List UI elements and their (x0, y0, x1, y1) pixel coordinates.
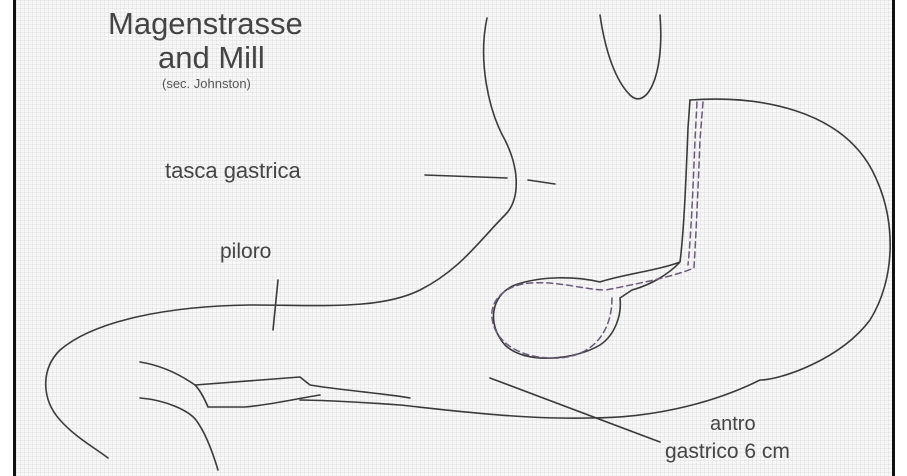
greater-curvature-outline (300, 99, 890, 418)
tasca-leader-line (425, 175, 507, 178)
pyloric-channel-outline (195, 377, 410, 398)
label-piloro: piloro (220, 240, 271, 264)
pouch-dashed-ring (492, 283, 612, 358)
tasca-pointer-line (528, 180, 555, 184)
duodenum-bottom-outline (140, 398, 218, 470)
diagram-subtitle: (sec. Johnston) (162, 76, 251, 91)
staple-line-dashed-left (688, 102, 697, 265)
duodenum-lower-outline (140, 362, 320, 407)
label-antro-line1: antro (710, 413, 756, 436)
label-antro-line2: gastrico 6 cm (665, 440, 790, 464)
diagram-title-line2: and Mill (158, 40, 265, 76)
esophagus-right-wall (600, 15, 661, 99)
antro-leader-line (490, 378, 660, 442)
lesser-curvature-outline (46, 18, 517, 458)
staple-line-outline (494, 100, 690, 358)
diagram-title-line1: Magenstrasse (108, 6, 303, 42)
label-tasca-gastrica: tasca gastrica (165, 158, 301, 184)
